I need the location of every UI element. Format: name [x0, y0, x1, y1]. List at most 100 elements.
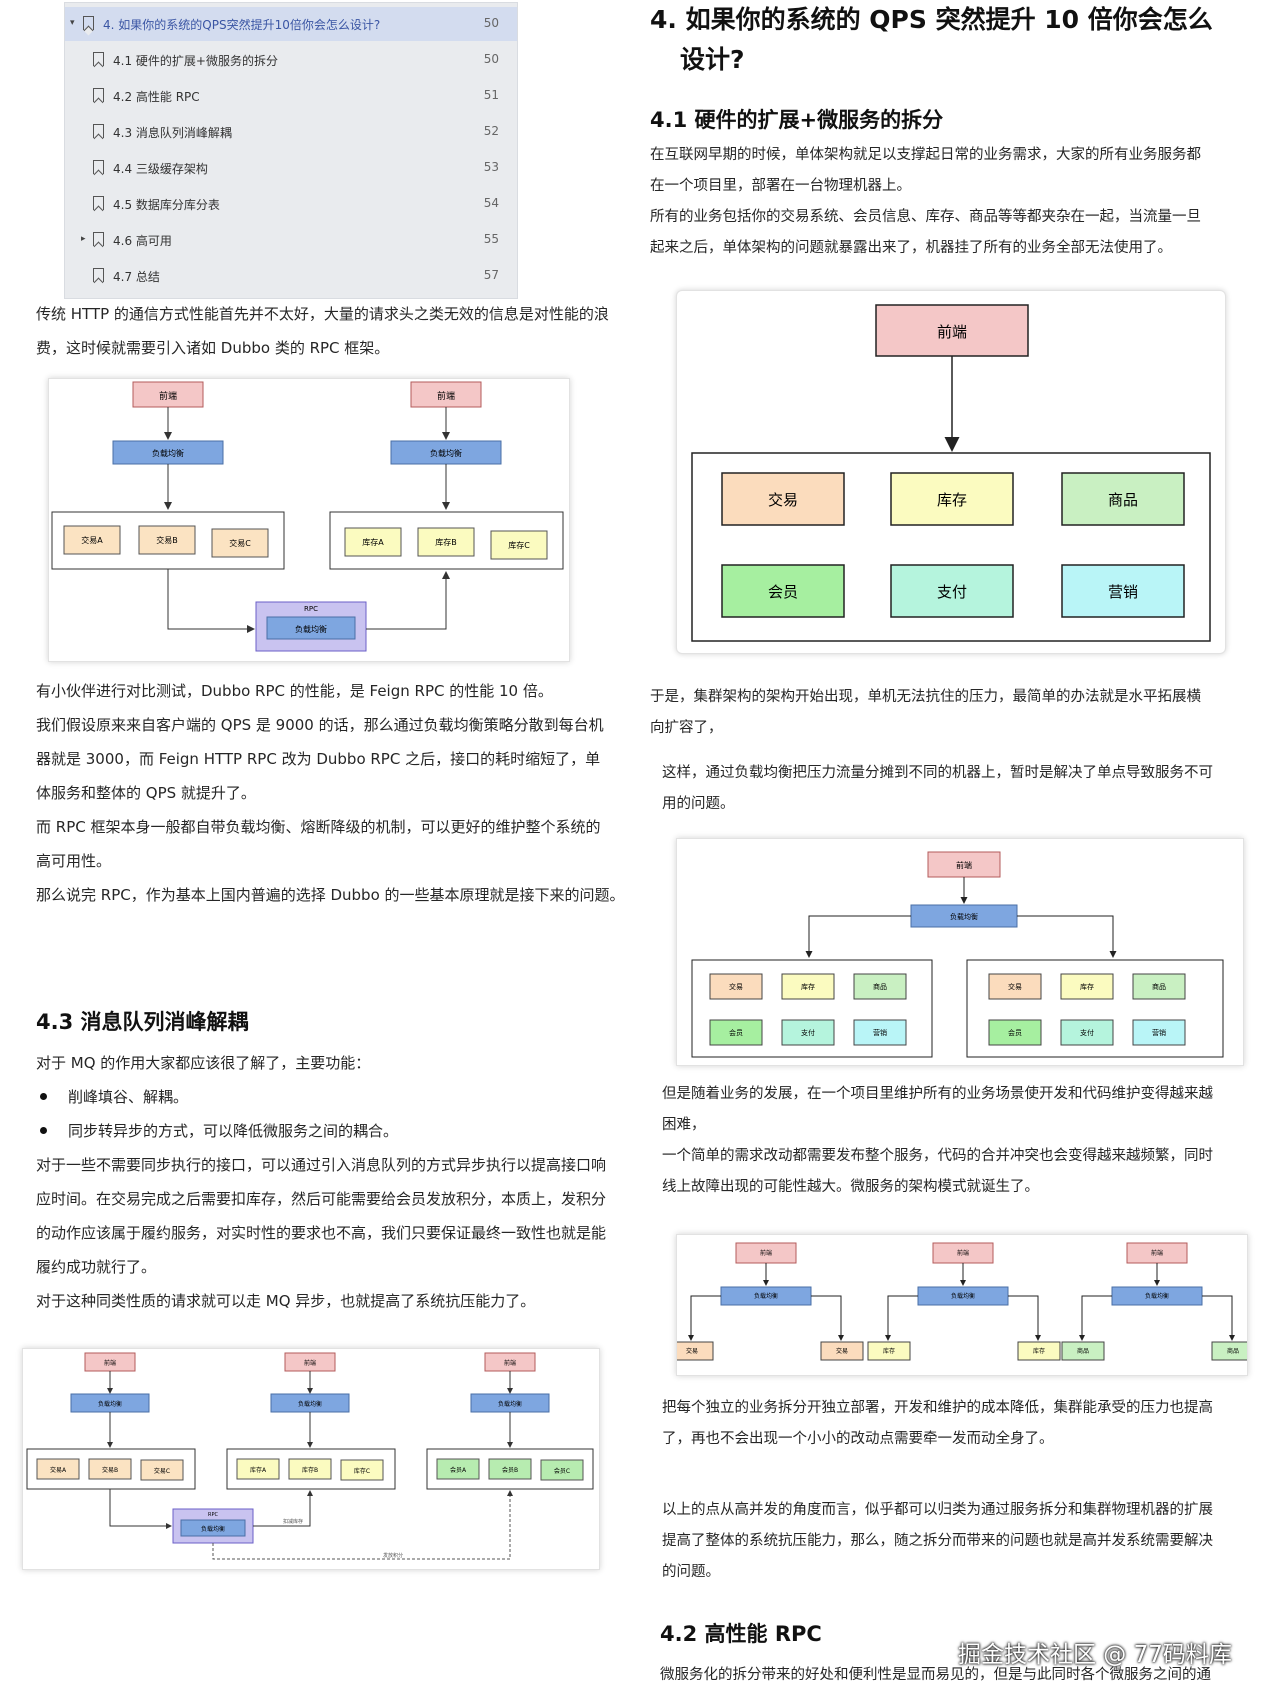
heading-line: 设计?	[680, 45, 745, 74]
cluster-diagram: 前端 负载均衡 交易库存商品会员支付营销交易库存商品会员支付营销	[676, 838, 1244, 1066]
service-box	[853, 1019, 907, 1046]
bookmark-icon	[93, 88, 104, 102]
service-box-label: 营销	[1152, 1028, 1166, 1037]
diagram-label: 交易C	[229, 538, 251, 548]
diagram-label: 负载均衡	[298, 1400, 322, 1408]
text-line: 把每个独立的业务拆分开独立部署，开发和维护的成本降低，集群能承受的压力也提高	[662, 1400, 1213, 1416]
service-box-label: 库存	[1080, 982, 1094, 991]
connector-arrow	[1202, 1295, 1235, 1341]
diagram-label: 交易B	[102, 1466, 118, 1474]
service-box	[781, 973, 835, 1000]
service-box	[988, 1019, 1042, 1046]
diagram-label: 库存C	[508, 540, 530, 550]
watermark: 掘金技术社区 @ 77码料库	[958, 1642, 1232, 1668]
diagram-label: 前端	[956, 860, 972, 870]
heading-line: 4. 如果你的系统的 QPS 突然提升 10 倍你会怎么	[650, 5, 1213, 34]
diagram-label: 负载均衡	[950, 912, 978, 921]
diagram-label: RPC	[208, 1512, 218, 1518]
diagram-label: 发放积分	[383, 1552, 403, 1559]
text-line: 有小伙伴进行对比测试，Dubbo RPC 的性能，是 Feign RPC 的性能…	[36, 682, 553, 700]
bookmark-icon	[93, 124, 104, 138]
diagram-label: 前端	[104, 1359, 116, 1367]
bookmark-icon	[93, 52, 104, 66]
chevron-right-icon[interactable]: ▸	[81, 234, 86, 244]
diagram-label: RPC	[304, 605, 318, 613]
service-box-label: 支付	[1080, 1028, 1094, 1037]
text-line: 在一个项目里，部署在一台物理机器上。	[650, 178, 911, 194]
diagram-label: 前端	[937, 323, 967, 341]
toc-item-label: 4.7 总结	[113, 270, 160, 284]
bullet-dot	[40, 1127, 47, 1134]
diagram-label: 负载均衡	[98, 1400, 122, 1408]
toc-item-label: 4.5 数据库分库分表	[113, 198, 220, 212]
microservice-paragraph: 但是随着业务的发展，在一个项目里维护所有的业务场景使开发和代码维护变得越来越 困…	[662, 1079, 1213, 1203]
diagram-label: 前端	[504, 1359, 516, 1367]
rpc-section-first-line: 微服务化的拆分带来的好处和便利性是显而易见的，但是与此同时各个微服务之间的通	[660, 1667, 1211, 1683]
diagram-label: 会员A	[450, 1466, 467, 1474]
bookmark-icon	[83, 16, 94, 30]
diagram-label: 商品	[1108, 491, 1138, 509]
diagram-label: 库存A	[362, 537, 384, 547]
section-heading-4-1: 4.1 硬件的扩展+微服务的拆分	[650, 108, 944, 132]
service-box-label: 交易	[729, 982, 743, 991]
microservice-diagram: 前端负载均衡交易交易前端负载均衡库存库存前端负载均衡商品商品	[670, 1234, 1255, 1376]
monolith-paragraph: 在互联网早期的时候，单体架构就足以支撑起日常的业务需求，大家的所有业务服务都 在…	[650, 140, 1201, 264]
text-line: 在互联网早期的时候，单体架构就足以支撑起日常的业务需求，大家的所有业务服务都	[650, 147, 1201, 163]
cluster-paragraph: 于是，集群架构的架构开始出现，单机无法抗住的压力，最简单的办法就是水平拓展横 向…	[650, 682, 1201, 744]
diagram-label: 交易	[768, 491, 798, 509]
toc-item-page: 50	[483, 16, 499, 30]
diagram-label: 库存B	[435, 537, 457, 547]
service-box	[709, 1019, 763, 1046]
service-box-label: 会员	[729, 1028, 743, 1037]
text-line: 以上的点从高并发的角度而言，似乎都可以归类为通过服务拆分和集群物理机器的扩展	[662, 1502, 1213, 1518]
text-line: 起来之后，单体架构的问题就暴露出来了，机器挂了所有的业务全部无法使用了。	[650, 240, 1172, 256]
diagram-label: 负载均衡	[152, 448, 184, 458]
service-box	[853, 973, 907, 1000]
text-line: 应时间。在交易完成之后需要扣库存，然后可能需要给会员发放积分，本质上，发积分	[36, 1190, 607, 1208]
mq-architecture-diagram: 前端 负载均衡 交易A 交易B 交易C 前端 负载均衡 库存A 库存B 库存C …	[22, 1348, 600, 1570]
text-line: 向扩容了，	[650, 720, 723, 736]
diagram-label: 负载均衡	[201, 1525, 225, 1533]
bullet-item: 同步转异步的方式，可以降低微服务之间的耦合。	[68, 1122, 399, 1140]
diagram-label: 支付	[937, 583, 967, 601]
connector-arrow	[1079, 1295, 1112, 1341]
diagram-label: 负载均衡	[295, 624, 327, 634]
toc-item-page: 50	[483, 52, 499, 66]
service-box-label: 库存	[883, 1347, 895, 1355]
service-box	[1061, 1341, 1105, 1361]
service-box	[1132, 1019, 1186, 1046]
diagram-label: 负载均衡	[430, 448, 462, 458]
service-box	[1017, 1341, 1061, 1361]
text-line: 用的问题。	[662, 796, 735, 812]
diagram-label: 交易C	[154, 1467, 170, 1475]
text-line: 一个简单的需求改动都需要发布整个服务，代码的合并冲突也会变得越来越频繁，同时	[662, 1148, 1213, 1164]
toc-item-page: 53	[483, 160, 499, 174]
mq-intro-line: 对于 MQ 的作用大家都应该很了解了，主要功能：	[36, 1054, 371, 1072]
diagram-label: 库存A	[250, 1466, 267, 1474]
toc-item[interactable]: ▾4. 如果你的系统的QPS突然提升10倍你会怎么设计?50	[65, 7, 517, 41]
text-line: 的动作应该属于履约服务，对实时性的要求也不高，我们只要保证最终一致性也就是能	[36, 1224, 607, 1242]
rpc-architecture-diagram: 前端 负载均衡 交易A 交易B 交易C 前端 负载均衡 库存A 库存B 库存C …	[48, 378, 570, 662]
bookmark-icon	[93, 196, 104, 210]
diagram-label: 营销	[1108, 583, 1138, 601]
text-line: 体服务和整体的 QPS 就提升了。	[36, 784, 256, 802]
text-line: 我们假设原来来自客户端的 QPS 是 9000 的话，那么通过负载均衡策略分散到…	[36, 716, 604, 734]
diagram-label: 交易A	[50, 1466, 67, 1474]
service-box-label: 交易	[836, 1347, 848, 1355]
service-box	[820, 1341, 864, 1361]
chevron-down-icon[interactable]: ▾	[70, 18, 75, 28]
text-line: 费，这时候就需要引入诸如 Dubbo 类的 RPC 框架。	[36, 339, 390, 357]
text-line: 但是随着业务的发展，在一个项目里维护所有的业务场景使开发和代码维护变得越来越	[662, 1086, 1213, 1102]
frontend-box-label: 前端	[1151, 1249, 1163, 1257]
service-box-label: 商品	[1227, 1347, 1239, 1355]
diagram-label: 前端	[304, 1359, 316, 1367]
frontend-box-label: 前端	[760, 1249, 772, 1257]
